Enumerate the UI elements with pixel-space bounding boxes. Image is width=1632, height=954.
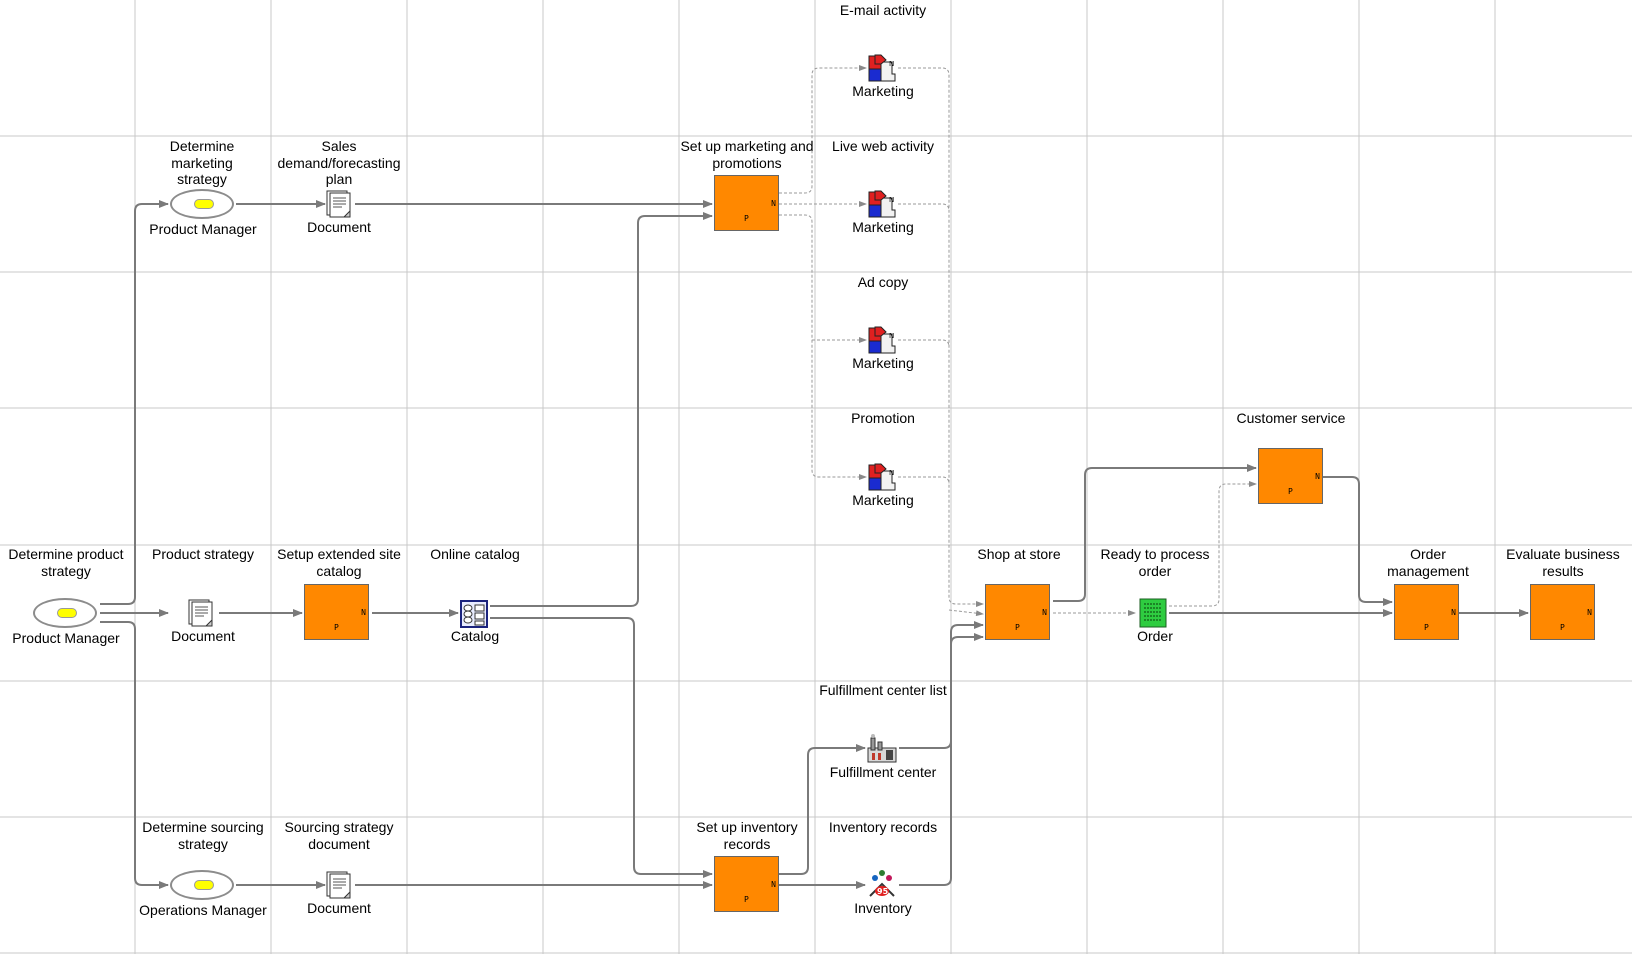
fulfillment-center-label: Fulfillment center bbox=[829, 764, 937, 780]
determine-marketing-strategy-role: Product Manager bbox=[149, 221, 257, 237]
email-activity-label: Marketing bbox=[852, 83, 914, 99]
ad-copy-title: Ad copy bbox=[857, 274, 909, 290]
svg-text:N: N bbox=[889, 332, 894, 340]
task-n-marker: N bbox=[1042, 608, 1047, 617]
svg-text:N: N bbox=[889, 60, 894, 68]
task-n-marker: N bbox=[1587, 608, 1592, 617]
evaluate-business-results-title: Evaluate business results bbox=[1506, 546, 1620, 579]
fulfillment-center-list-title: Fulfillment center list bbox=[819, 682, 947, 698]
online-catalog-label: Catalog bbox=[450, 628, 500, 644]
promotion-title: Promotion bbox=[851, 410, 915, 426]
determine-sourcing-strategy-node[interactable] bbox=[170, 870, 234, 900]
puzzle-icon[interactable]: N bbox=[866, 461, 898, 493]
setup-marketing-task[interactable]: P N bbox=[714, 175, 779, 231]
svg-text:95: 95 bbox=[877, 887, 889, 896]
puzzle-icon[interactable]: N bbox=[866, 52, 898, 84]
determine-product-strategy-title: Determine product strategy bbox=[8, 546, 124, 579]
product-strategy-title: Product strategy bbox=[152, 546, 254, 562]
task-n-marker: N bbox=[361, 608, 366, 617]
product-strategy-label: Document bbox=[171, 628, 235, 644]
task-p-marker: P bbox=[744, 895, 749, 904]
document-icon[interactable] bbox=[186, 598, 218, 630]
task-p-marker: P bbox=[1288, 487, 1293, 496]
order-icon[interactable] bbox=[1137, 597, 1169, 629]
determine-product-strategy-node[interactable] bbox=[33, 598, 97, 628]
task-p-marker: P bbox=[1015, 623, 1020, 632]
ad-copy-label: Marketing bbox=[852, 355, 914, 371]
task-p-marker: P bbox=[1424, 623, 1429, 632]
solid-edges bbox=[100, 200, 1529, 889]
sales-plan-label: Document bbox=[307, 219, 371, 235]
factory-icon[interactable] bbox=[866, 732, 898, 764]
task-n-marker: N bbox=[771, 880, 776, 889]
setup-extended-catalog-title: Setup extended site catalog bbox=[277, 546, 401, 579]
shop-at-store-title: Shop at store bbox=[977, 546, 1061, 562]
inventory-label: Inventory bbox=[854, 900, 912, 916]
online-catalog-title: Online catalog bbox=[430, 546, 520, 562]
setup-inventory-title: Set up inventory records bbox=[696, 819, 798, 852]
sourcing-strategy-doc-label: Document bbox=[307, 900, 371, 916]
live-web-activity-title: Live web activity bbox=[832, 138, 934, 154]
determine-marketing-strategy-title: Determine marketing strategy bbox=[169, 138, 235, 187]
setup-marketing-title: Set up marketing and promotions bbox=[680, 138, 814, 171]
setup-extended-catalog-task[interactable]: P N bbox=[304, 584, 369, 640]
evaluate-business-results-task[interactable]: P N bbox=[1530, 584, 1595, 640]
customer-service-task[interactable]: P N bbox=[1258, 448, 1323, 504]
task-p-marker: P bbox=[334, 623, 339, 632]
task-n-marker: N bbox=[771, 199, 776, 208]
shop-at-store-task[interactable]: P N bbox=[985, 584, 1050, 640]
puzzle-icon[interactable]: N bbox=[866, 188, 898, 220]
sourcing-strategy-doc-title: Sourcing strategy document bbox=[284, 819, 394, 852]
document-icon[interactable] bbox=[324, 189, 356, 221]
determine-sourcing-strategy-title: Determine sourcing strategy bbox=[142, 819, 264, 852]
task-n-marker: N bbox=[1315, 472, 1320, 481]
email-activity-title: E-mail activity bbox=[839, 2, 927, 18]
promotion-label: Marketing bbox=[852, 492, 914, 508]
task-p-marker: P bbox=[744, 214, 749, 223]
catalog-icon[interactable] bbox=[458, 598, 490, 630]
customer-service-title: Customer service bbox=[1236, 410, 1346, 426]
task-n-marker: N bbox=[1451, 608, 1456, 617]
task-p-marker: P bbox=[1560, 623, 1565, 632]
svg-text:N: N bbox=[889, 469, 894, 477]
inventory-icon[interactable]: 95 bbox=[866, 868, 898, 900]
dashed-edges bbox=[779, 65, 1257, 617]
puzzle-icon[interactable]: N bbox=[866, 324, 898, 356]
inventory-records-title: Inventory records bbox=[828, 819, 938, 835]
live-web-activity-label: Marketing bbox=[852, 219, 914, 235]
sales-plan-title: Sales demand/forecasting plan bbox=[277, 138, 401, 187]
determine-marketing-strategy-node[interactable] bbox=[170, 189, 234, 219]
ready-to-process-order-title: Ready to process order bbox=[1100, 546, 1210, 579]
order-label: Order bbox=[1137, 628, 1173, 644]
setup-inventory-task[interactable]: P N bbox=[714, 856, 779, 912]
svg-text:N: N bbox=[889, 196, 894, 204]
determine-sourcing-strategy-role: Operations Manager bbox=[139, 902, 267, 918]
order-management-task[interactable]: P N bbox=[1394, 584, 1459, 640]
determine-product-strategy-role: Product Manager bbox=[12, 630, 120, 646]
document-icon[interactable] bbox=[324, 870, 356, 902]
order-management-title: Order management bbox=[1387, 546, 1469, 579]
